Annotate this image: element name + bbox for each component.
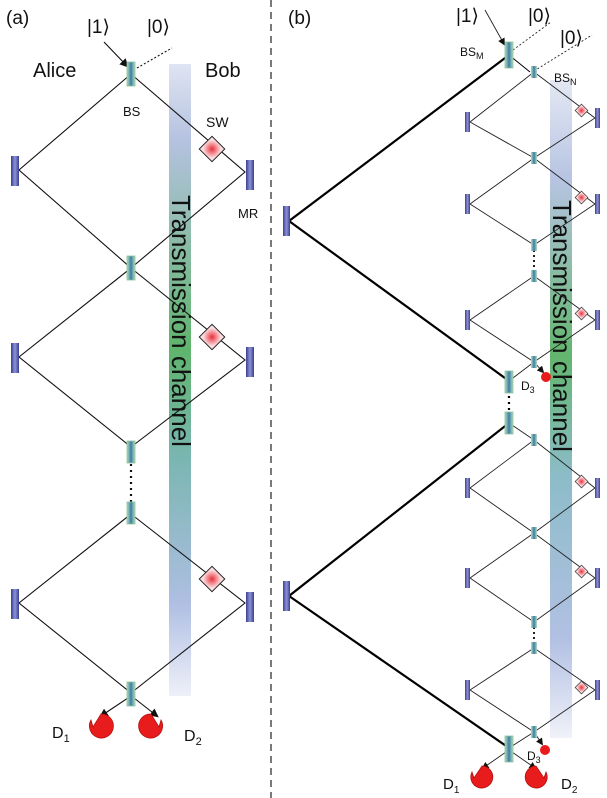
bsm-label: BSM: [460, 45, 484, 61]
detector-d3-bottom-b: [540, 745, 550, 755]
detector-d3-mid-b: [541, 372, 551, 382]
sw-label: SW: [206, 114, 229, 130]
beam-splitters-b: [504, 41, 537, 763]
panel-b: Transmission channel: [283, 6, 600, 796]
detector-d2-b: [524, 765, 548, 789]
detector-d1-a: [89, 713, 114, 739]
ket-1-a: |1⟩: [87, 17, 110, 38]
d2-label-a: D2: [184, 728, 202, 748]
mirrors-b: [283, 108, 600, 700]
detector-d1-b: [470, 765, 494, 789]
channel-label-a: Transmission channel: [166, 195, 196, 447]
mr-label: MR: [238, 206, 258, 221]
detectors-b: [470, 372, 551, 789]
channel-label-b: Transmission channel: [547, 200, 577, 452]
beam-splitters-a: [126, 61, 136, 707]
d2-label-b: D2: [561, 776, 578, 796]
panel-b-tag: (b): [288, 8, 311, 29]
outer-paths-b: [287, 54, 531, 749]
bsn-label: BSN: [554, 71, 577, 87]
ket-0-top-b: |0⟩: [528, 6, 551, 27]
detectors-a: [89, 713, 163, 739]
mirrors-a: [11, 156, 254, 622]
panel-a-tag: (a): [6, 8, 29, 29]
d3-mid-label: D3: [521, 379, 535, 395]
bs-label: BS: [123, 104, 141, 119]
alice-label: Alice: [33, 60, 76, 82]
d1-label-a: D1: [52, 725, 70, 745]
ket-1-b: |1⟩: [456, 6, 479, 27]
detector-d2-a: [138, 713, 163, 739]
switches-a: [198, 135, 226, 593]
switches-b: [574, 103, 589, 695]
panel-a: Transmission channel: [6, 8, 258, 748]
bob-label: Bob: [205, 60, 241, 82]
transmission-channel-b: [550, 80, 572, 738]
d3-bottom-label: D3: [527, 749, 541, 765]
d1-label-b: D1: [443, 776, 460, 796]
ket-0-a: |0⟩: [147, 17, 170, 38]
ket-0-second-b: |0⟩: [560, 28, 583, 49]
